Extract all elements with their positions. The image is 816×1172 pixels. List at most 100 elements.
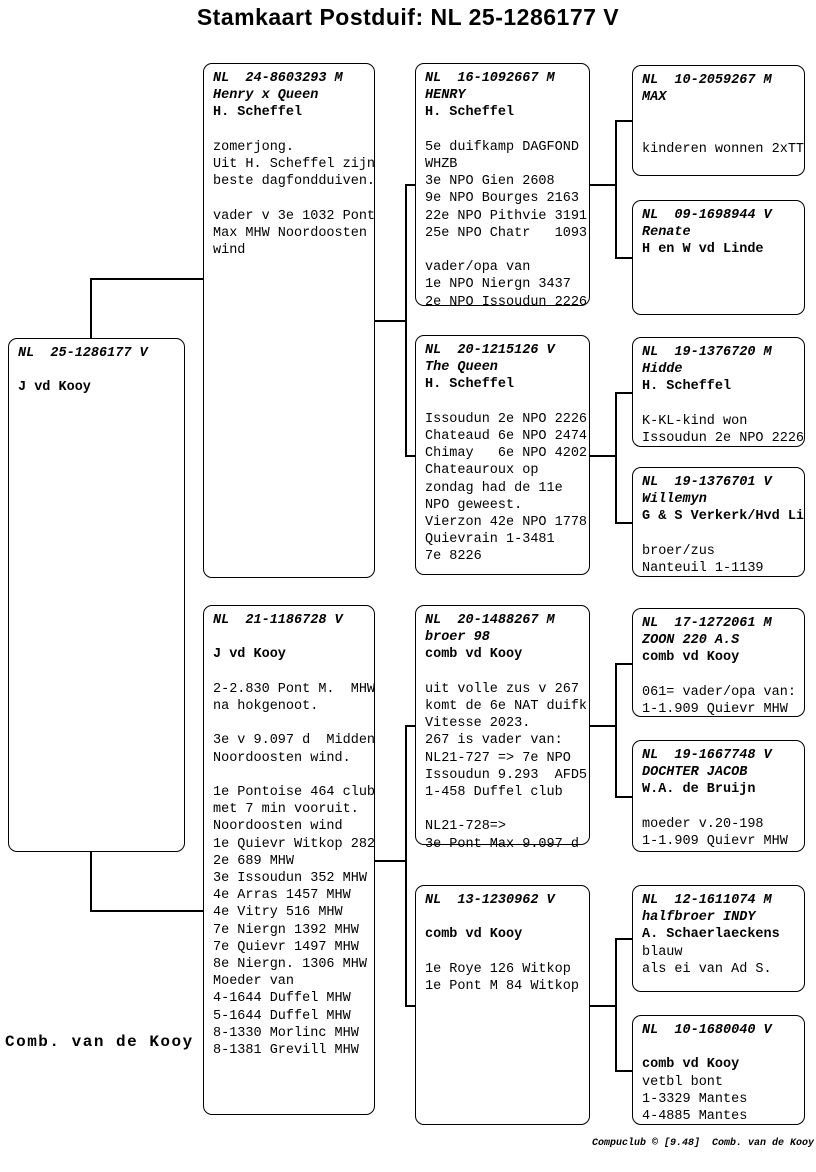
- connector-line: [405, 455, 415, 457]
- box-line: 2e NPO Issoudun 2226: [425, 294, 588, 310]
- connector-line: [590, 184, 615, 186]
- box-line: W.A. de Bruijn: [642, 782, 756, 798]
- box-line: Chimay 6e NPO 4202: [425, 446, 588, 462]
- box-line: Henry x Queen: [213, 88, 319, 104]
- connector-line: [615, 796, 632, 798]
- box-line: MAX: [642, 90, 667, 106]
- box-line: vader v 3e 1032 Pont: [213, 208, 376, 224]
- box-line: 8-1381 Grevill MHW: [213, 1043, 359, 1059]
- connector-line: [615, 1070, 632, 1072]
- box-line: 8-1330 Morlinc MHW: [213, 1025, 359, 1041]
- box-line: Uit H. Scheffel zijn: [213, 157, 376, 173]
- box-line: 22e NPO Pithvie 3191: [425, 208, 588, 224]
- box-line: Issoudun 9.293 AFD5: [425, 767, 588, 783]
- box-line: vader/opa van: [425, 260, 531, 276]
- box-line: 1e Roye 126 Witkop: [425, 961, 571, 977]
- box-line: NL 25-1286177 V: [18, 346, 148, 361]
- box-line: NL 16-1092667 M: [425, 71, 555, 86]
- box-line: Issoudun 2e NPO 2226: [642, 431, 805, 447]
- pedigree-box-mother: NL 21-1186728 V J vd Kooy 2-2.830 Pont M…: [203, 605, 375, 1115]
- box-line: NL 10-1680040 V: [642, 1023, 772, 1038]
- box-line: 1e Quievr Witkop 282: [213, 836, 376, 852]
- box-line: NL 20-1488267 M: [425, 613, 555, 628]
- box-line: halfbroer INDY: [642, 910, 756, 926]
- box-line: 2e 689 MHW: [213, 853, 295, 869]
- box-line: Max MHW Noordoosten: [213, 225, 367, 241]
- box-line: [425, 122, 587, 139]
- box-line: 7e 8226: [425, 549, 482, 565]
- box-line: [425, 801, 587, 818]
- box-line: Issoudun 2e NPO 2226: [425, 411, 588, 427]
- connector-line: [590, 725, 615, 727]
- box-line: 4e Arras 1457 MHW: [213, 888, 351, 904]
- box-line: G & S Verkerk/Hvd Li: [642, 509, 805, 525]
- box-line: H en W vd Linde: [642, 242, 764, 258]
- box-line: 5e duifkamp DAGFOND: [425, 139, 579, 155]
- owner-label: Comb. van de Kooy: [5, 1033, 194, 1051]
- box-line: [213, 767, 372, 784]
- box-line: Moeder van: [213, 974, 295, 990]
- box-line: 1-3329 Mantes: [642, 1091, 748, 1107]
- box-line: zomerjong.: [213, 139, 295, 155]
- box-line: 3e NPO Gien 2608: [425, 174, 555, 190]
- box-line: wind: [213, 243, 246, 259]
- box-line: [642, 667, 802, 684]
- box-line: NL 19-1376720 M: [642, 345, 772, 360]
- box-line: comb vd Kooy: [425, 927, 523, 943]
- box-line: [213, 629, 372, 646]
- connector-line: [615, 120, 632, 122]
- box-line: Chateauroux op: [425, 463, 539, 479]
- box-line: NL 21-1186728 V: [213, 613, 343, 628]
- box-line: zondag had de 11e: [425, 480, 563, 496]
- box-line: ZOON 220 A.S: [642, 633, 740, 649]
- box-line: 1-1.909 Quievr MHW: [642, 702, 788, 718]
- footer-credit: Compuclub © [9.48] Comb. van de Kooy: [591, 1138, 814, 1149]
- box-line: [425, 242, 587, 259]
- box-line: K-KL-kind won: [642, 413, 748, 429]
- connector-line: [375, 860, 405, 862]
- box-line: 7e Niergn 1392 MHW: [213, 922, 359, 938]
- box-line: blauw: [642, 944, 683, 960]
- box-line: vetbl bont: [642, 1074, 724, 1090]
- box-line: 1e NPO Niergn 3437: [425, 277, 571, 293]
- connector-line: [615, 392, 632, 394]
- box-line: 061= vader/opa van:: [642, 684, 796, 700]
- connector-line: [615, 663, 632, 665]
- box-line: [642, 526, 802, 543]
- box-line: [642, 1039, 802, 1056]
- box-line: A. Schaerlaeckens: [642, 927, 780, 943]
- box-line: 8e Niergn. 1306 MHW: [213, 957, 367, 973]
- box-line: NL 24-8603293 M: [213, 71, 343, 86]
- connector-line: [405, 184, 407, 455]
- box-line: 1e Pontoise 464 club: [213, 785, 376, 801]
- box-line: NL 19-1667748 V: [642, 748, 772, 763]
- box-line: H. Scheffel: [642, 379, 732, 395]
- box-line: [425, 664, 587, 681]
- box-line: 3e Pont Max 9.097 d: [425, 836, 579, 852]
- box-line: broer 98: [425, 630, 490, 646]
- connector-line: [590, 1005, 615, 1007]
- box-line: broer/zus: [642, 543, 715, 559]
- box-line: NL 12-1611074 M: [642, 893, 772, 908]
- box-line: 25e NPO Chatr 1093: [425, 225, 588, 241]
- box-line: Vitesse 2023.: [425, 716, 531, 732]
- pedigree-box-mothers-mother: NL 13-1230962 V comb vd Kooy 1e Roye 126…: [415, 885, 590, 1125]
- connector-line: [615, 257, 632, 259]
- box-line: [18, 362, 182, 379]
- pedigree-box-subject: NL 25-1286177 V J vd Kooy: [8, 338, 185, 852]
- box-line: beste dagfondduiven.: [213, 174, 376, 190]
- box-line: [425, 944, 587, 961]
- box-line: Chateaud 6e NPO 2474: [425, 429, 588, 445]
- box-line: 7e Quievr 1497 MHW: [213, 939, 359, 955]
- box-line: NL 17-1272061 M: [642, 616, 772, 631]
